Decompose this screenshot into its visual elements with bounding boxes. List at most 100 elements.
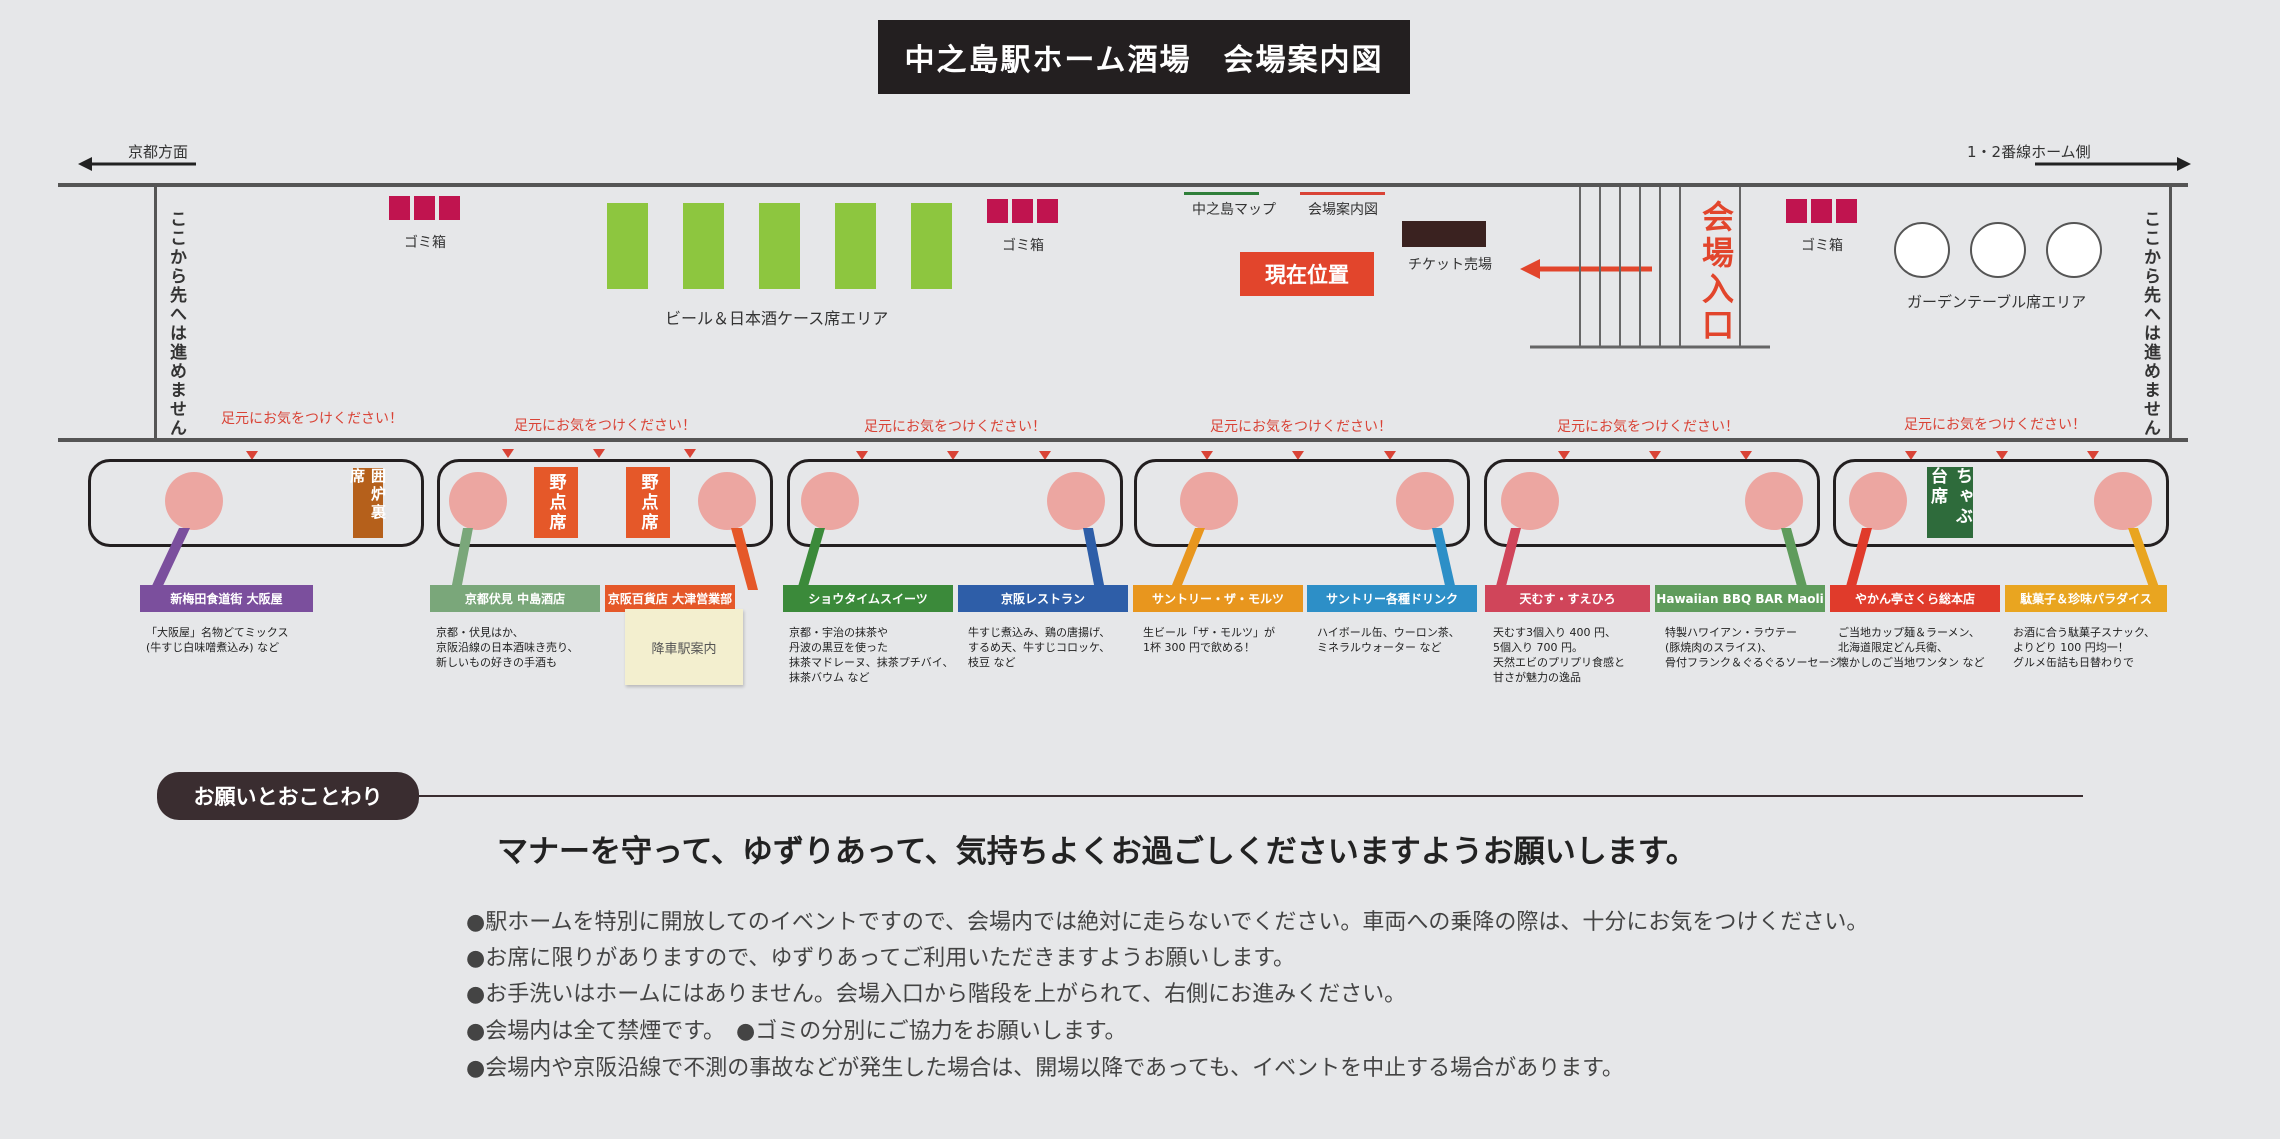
entrance-arrow-icon [1520, 259, 1652, 279]
shop-description: 牛すじ煮込み、鶏の唐揚げ、するめ天、牛すじコロッケ、枝豆 など [968, 626, 1111, 669]
booth-circle-icon [1849, 472, 1907, 530]
garden-table-icon [1970, 222, 2026, 278]
caution-marker-icon [856, 451, 868, 460]
direction-left-label: 京都方面 [128, 143, 189, 161]
caution-marker-icon [1740, 451, 1752, 460]
trash-label: ゴミ箱 [404, 235, 446, 251]
trash-bin-icon [389, 196, 410, 220]
platform-top-line [58, 183, 2188, 187]
booth-circle-icon [165, 472, 223, 530]
chabudai-seat-sign: ちゃぶ台席 [1927, 467, 1973, 538]
notice-item: ●会場内や京阪沿線で不測の事故などが発生した場合は、開場以降であっても、イベント… [466, 1056, 1624, 1081]
garden-tables [1894, 222, 2102, 278]
case-seat [759, 203, 800, 289]
shop-description: お酒に合う駄菓子スナック、よりどり 100 円均一！グルメ缶詰も日替わりで [2013, 626, 2156, 669]
ticket-label: チケット売場 [1408, 257, 1492, 273]
caution-marker-icon [1384, 451, 1396, 460]
trash-bin-icon [1836, 199, 1857, 223]
caution-label: 足元にお気をつけください！ [1210, 419, 1392, 435]
caution-marker-icon [684, 449, 696, 458]
caution-marker-icon [947, 451, 959, 460]
direction-right-label: 1・2番線ホーム側 [1967, 143, 2091, 161]
shop-description: 特製ハワイアン・ラウテー(豚焼肉のスライス)、骨付フランク＆ぐるぐるソーセージ [1665, 626, 1841, 669]
booth-circle-icon [1180, 472, 1238, 530]
notice-header: お願いとおことわり [157, 772, 419, 820]
arrow-left-icon [78, 157, 196, 171]
trash-bin-icon [1811, 199, 1832, 223]
shop-label: 駄菓子＆珍味パラダイス [2005, 585, 2167, 612]
guide-sign-line [1300, 192, 1385, 195]
caution-marker-icon [1201, 451, 1213, 460]
current-position-badge: 現在位置 [1240, 252, 1374, 296]
map-sign-line [1184, 192, 1259, 195]
shop-label: やかん亭さくら総本店 [1830, 585, 2000, 612]
notice-item: ●会場内は全て禁煙です。 ●ゴミの分別にご協力をお願いします。 [466, 1019, 1127, 1044]
irori-seat-sign: 囲炉裏席 [348, 468, 387, 538]
case-seat [607, 203, 648, 289]
garden-table-icon [1894, 222, 1950, 278]
shop-description: 天むす3個入り 400 円、5個入り 700 円。天然エビのプリプリ食感と甘さが… [1493, 626, 1625, 684]
caution-marker-icon [1996, 451, 2008, 460]
shop-description: ご当地カップ麺＆ラーメン、北海道限定どん兵衛、懐かしのご当地ワンタン など [1838, 626, 1985, 669]
entrance-label: 会場入口 [1697, 200, 1735, 344]
shop-label: サントリー各種ドリンク [1307, 585, 1477, 612]
caution-label: 足元にお気をつけください！ [1557, 419, 1739, 435]
garden-area-label: ガーデンテーブル席エリア [1907, 293, 2087, 311]
trash-bins-2 [987, 199, 1058, 223]
shop-label: 新梅田食道街 大阪屋 [140, 585, 313, 612]
no-entry-right-text: ここから先へは進めません [2140, 210, 2160, 438]
map-label: 中之島マップ [1192, 202, 1276, 218]
page-title: 中之島駅ホーム酒場 会場案内図 [878, 20, 1410, 94]
booth-circle-icon [1396, 472, 1454, 530]
shop-description: 「大阪屋」名物どてミックス(牛すじ白味噌煮込み) など [146, 626, 289, 654]
trash-bin-icon [439, 196, 460, 220]
booth-circle-icon [1501, 472, 1559, 530]
stairs [1530, 187, 1770, 349]
shop-description: 京都・伏見はか、京阪沿線の日本酒味き売り、新しいもの好きの手酒も [436, 626, 579, 669]
booth-group-3 [787, 459, 1123, 547]
booth-circle-icon [801, 472, 859, 530]
arrow-right-icon [2035, 157, 2191, 171]
beer-case-seats [607, 203, 952, 289]
trash-bin-icon [1012, 199, 1033, 223]
shop-label: Hawaiian BBQ BAR Maoli [1655, 585, 1825, 612]
caution-marker-icon [2087, 451, 2099, 460]
booth-circle-icon [1047, 472, 1105, 530]
trash-bin-icon [1037, 199, 1058, 223]
platform-right-edge [2169, 187, 2172, 438]
notice-divider [419, 795, 2083, 797]
no-entry-left-text: ここから先へは進めません [166, 210, 186, 438]
caution-marker-icon [1905, 451, 1917, 460]
shop-description: ハイボール缶、ウーロン茶、ミネラルウォーター など [1317, 626, 1460, 654]
trash-bin-icon [987, 199, 1008, 223]
trash-bin-icon [1786, 199, 1807, 223]
shop-label: 京阪百貨店 大津営業部 [605, 585, 735, 612]
notice-item: ●駅ホームを特別に開放してのイベントですので、会場内では絶対に走らないでください… [466, 910, 1869, 935]
caution-label: 足元にお気をつけください！ [514, 418, 696, 434]
caution-marker-icon [502, 449, 514, 458]
garden-table-icon [2046, 222, 2102, 278]
booth-group-2 [437, 459, 773, 547]
notice-item: ●お席に限りがありますので、ゆずりあってご利用いただきますようお願いします。 [466, 946, 1296, 971]
notice-item: ●お手洗いはホームにはありません。会場入口から階段を上がられて、右側にお進みくだ… [466, 982, 1407, 1007]
shop-label: ショウタイムスイーツ [783, 585, 953, 612]
caution-label: 足元にお気をつけください！ [864, 419, 1046, 435]
booth-group-5 [1484, 459, 1820, 547]
booth-group-4 [1134, 459, 1470, 547]
nodate-seat-sign: 野点席 [534, 467, 578, 538]
nodate-seat-sign: 野点席 [626, 467, 670, 538]
caution-label: 足元にお気をつけください！ [1904, 417, 2086, 433]
shop-label: サントリー・ザ・モルツ [1133, 585, 1303, 612]
caution-marker-icon [246, 451, 258, 460]
booth-circle-icon [1745, 472, 1803, 530]
shop-description: 京都・宇治の抹茶や丹波の黒豆を使った抹茶マドレーヌ、抹茶プチバイ、抹茶バウム な… [789, 626, 954, 684]
shop-label: 京都伏見 中島酒店 [430, 585, 600, 612]
booth-circle-icon [2094, 472, 2152, 530]
notice-headline: マナーを守って、ゆずりあって、気持ちよくお過ごしくださいますようお願いします。 [497, 834, 1697, 870]
trash-bins-1 [389, 196, 460, 220]
case-seat [835, 203, 876, 289]
guide-label: 会場案内図 [1308, 202, 1378, 218]
caution-marker-icon [1649, 451, 1661, 460]
